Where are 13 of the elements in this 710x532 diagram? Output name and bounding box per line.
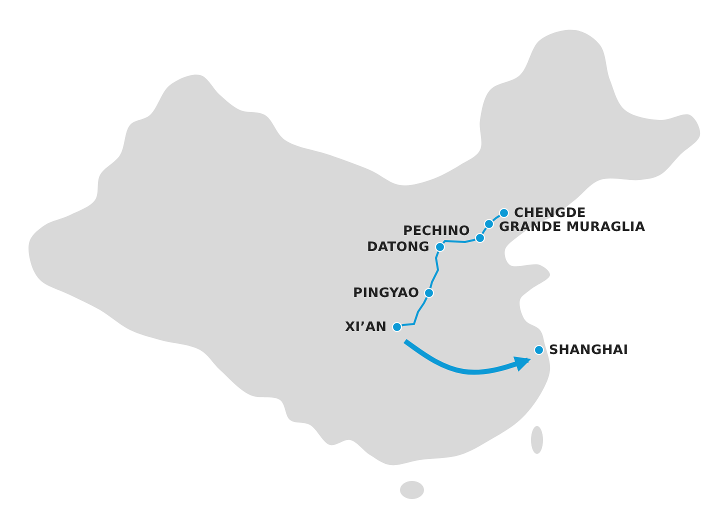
city-label: PINGYAO (353, 286, 420, 300)
route-arrow (404, 338, 532, 375)
route-line (401, 297, 428, 326)
route-line (429, 251, 440, 288)
city-label: SHANGHAI (549, 342, 628, 358)
city-label: CHENGDE (514, 206, 586, 220)
route-line (492, 214, 500, 222)
city-label: GRANDE MURAGLIA (499, 220, 646, 234)
city-label: PECHINO (403, 224, 470, 238)
route-line (442, 238, 476, 244)
city-label: XI’AN (345, 320, 387, 334)
city-label: DATONG (367, 240, 430, 254)
route-line (482, 227, 487, 234)
